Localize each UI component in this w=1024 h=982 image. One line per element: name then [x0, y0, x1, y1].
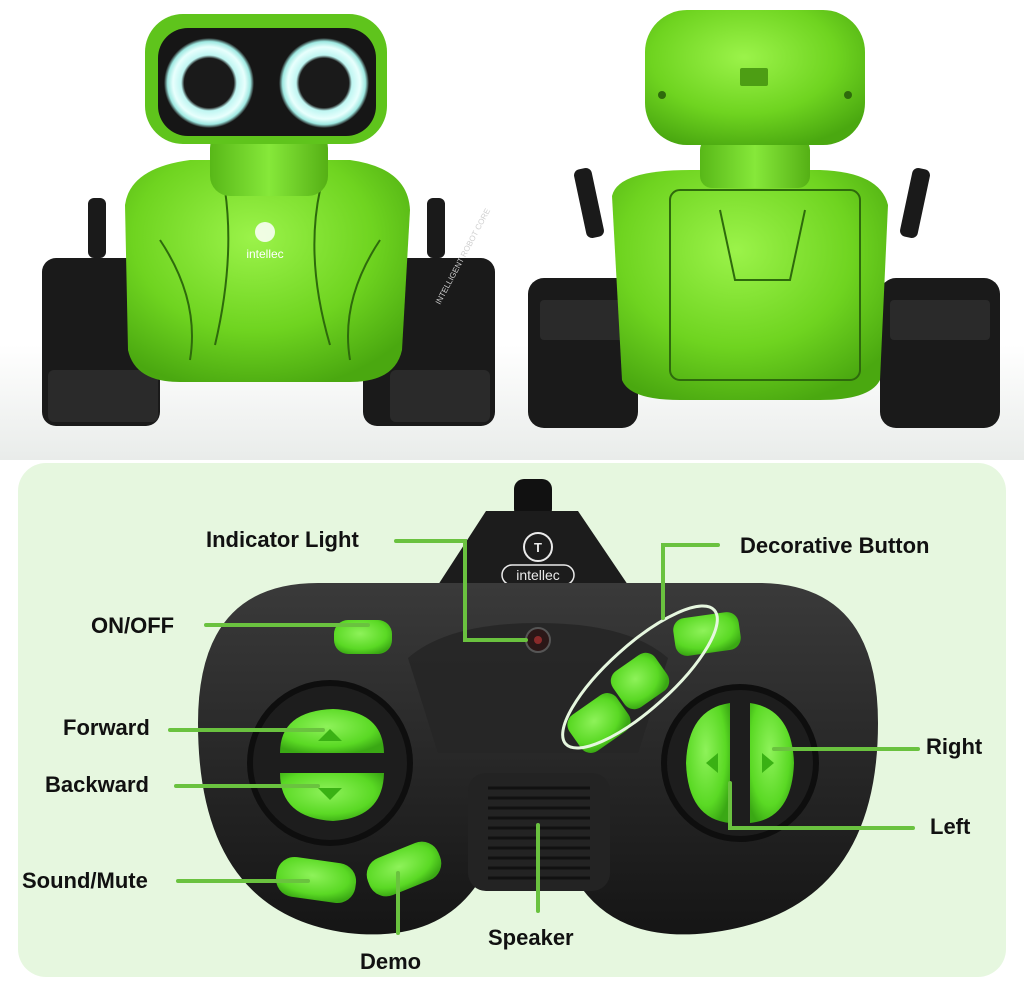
arrow-right-icon — [762, 753, 774, 773]
right-eye-icon — [279, 38, 369, 128]
remote-logo-icon — [523, 532, 553, 562]
left-eye-icon — [164, 38, 254, 128]
robot-photo-illustration: INTELLIGENT ROBOT CORE intellec — [42, 10, 1000, 428]
product-photo: INTELLIGENT ROBOT CORE intellec — [0, 0, 1024, 460]
indicator-light-label: Indicator Light — [206, 527, 359, 552]
decorative-buttons[interactable] — [544, 586, 742, 767]
right-label: Right — [926, 734, 983, 759]
back-robot — [528, 10, 1000, 428]
remote-top-housing — [438, 511, 628, 585]
remote-control-illustration: T intellec — [168, 479, 920, 935]
robot-logo-text: intellec — [246, 247, 283, 261]
callout-leader-lines — [168, 539, 920, 935]
speaker-label: Speaker — [488, 925, 574, 950]
left-label: Left — [930, 814, 971, 839]
decorative-button-label: Decorative Button — [740, 533, 930, 558]
sound-mute-button[interactable] — [274, 855, 359, 906]
forward-label: Forward — [63, 715, 150, 740]
antenna-knob — [514, 479, 552, 519]
on-off-button[interactable] — [334, 620, 392, 654]
arrow-up-icon — [318, 729, 342, 741]
remote-body — [198, 583, 878, 935]
backward-label: Backward — [45, 772, 149, 797]
demo-button[interactable] — [361, 836, 446, 902]
demo-label: Demo — [360, 949, 422, 974]
arrow-left-icon — [706, 753, 718, 773]
on-off-label: ON/OFF — [91, 613, 175, 638]
decorative-highlight-ring — [561, 604, 719, 750]
remote-diagram-panel: T intellec — [18, 463, 1006, 977]
sound-mute-label: Sound/Mute — [22, 868, 148, 893]
svg-text:T: T — [534, 540, 542, 555]
remote-logo-text: intellec — [516, 567, 560, 583]
front-robot: INTELLIGENT ROBOT CORE intellec — [42, 14, 495, 426]
arrow-down-icon — [318, 788, 342, 800]
